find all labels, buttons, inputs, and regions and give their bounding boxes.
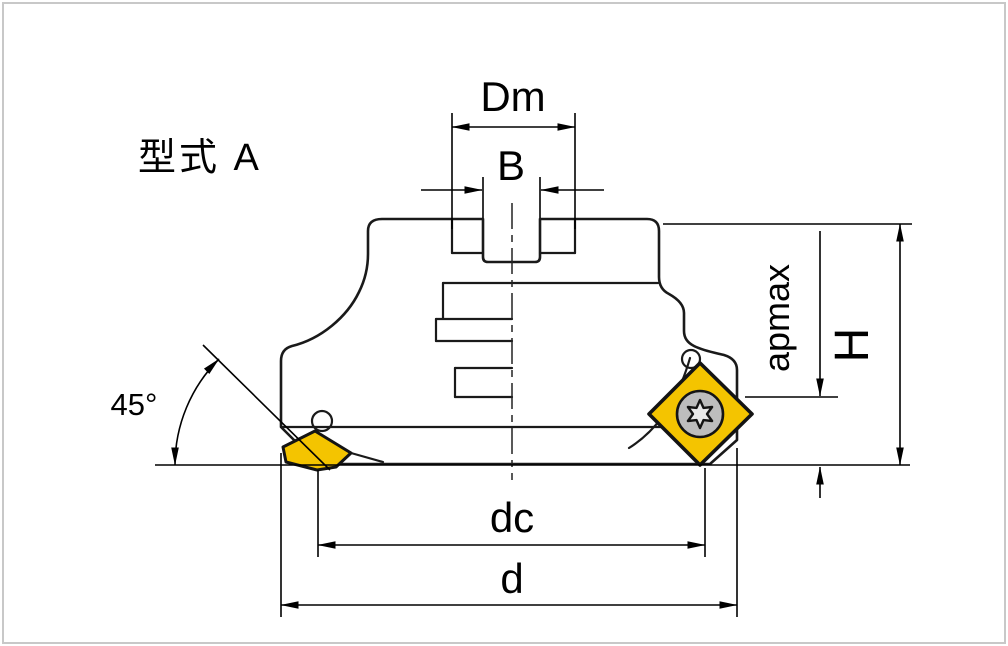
dm-label: Dm	[480, 73, 545, 120]
apmax-label: apmax	[756, 264, 797, 372]
torx-screw-icon	[686, 398, 714, 430]
angle-label: 45°	[111, 387, 158, 422]
d-label: d	[500, 555, 523, 602]
type-title-label: 型式 A	[138, 137, 262, 179]
cutter-body	[279, 217, 739, 466]
angle-arc	[171, 358, 220, 466]
h-label: H	[826, 328, 879, 363]
left-pocket-hole	[310, 409, 334, 433]
chamfer-angle-line	[202, 344, 331, 471]
dc-label: dc	[490, 494, 534, 541]
right-pocket-hole	[680, 348, 702, 370]
left-insert-seat-line	[349, 451, 385, 464]
b-label: B	[497, 142, 525, 189]
left-insert	[281, 429, 353, 472]
